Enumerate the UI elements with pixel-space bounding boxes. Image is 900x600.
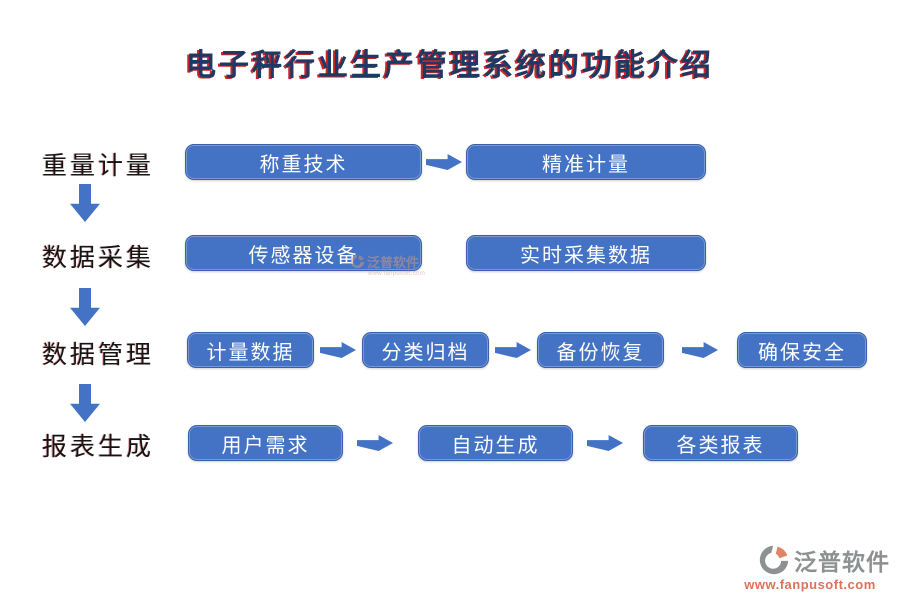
- right-arrow-icon: [587, 435, 623, 451]
- watermark-brand: 泛普软件: [794, 549, 890, 575]
- flow-box: 备份恢复: [537, 332, 664, 368]
- watermark-url: www.fanpusoft.com: [744, 577, 876, 592]
- right-arrow-icon: [682, 342, 718, 358]
- flow-box: 精准计量: [466, 144, 706, 180]
- flow-box: 各类报表: [643, 425, 798, 461]
- stage-label-report-generation: 报表生成: [42, 432, 155, 461]
- stage-label-data-collection: 数据采集: [42, 243, 155, 272]
- flow-box: 实时采集数据: [466, 235, 706, 271]
- page-title: 电子秤行业生产管理系统的功能介绍: [186, 48, 714, 83]
- down-arrow-icon: [70, 384, 100, 422]
- watermark-brand: 泛普软件: [367, 255, 420, 270]
- right-arrow-icon: [320, 342, 356, 358]
- flow-box: 称重技术: [185, 144, 422, 180]
- flow-box: 用户需求: [188, 425, 343, 461]
- flow-box: 传感器设备: [185, 235, 422, 271]
- flow-box: 分类归档: [362, 332, 489, 368]
- right-arrow-icon: [357, 435, 393, 451]
- right-arrow-icon: [495, 342, 531, 358]
- stage-label-data-management: 数据管理: [42, 340, 155, 369]
- fanpu-logo-icon: [350, 254, 365, 269]
- down-arrow-icon: [70, 184, 100, 222]
- footer-watermark: 泛普软件 www.fanpusoft.com: [730, 543, 890, 592]
- stage-label-weight-measure: 重量计量: [42, 151, 155, 180]
- watermark-url: www.fanpusoft.com: [368, 271, 426, 277]
- inline-watermark: 泛普软件 www.fanpusoft.com: [350, 252, 440, 277]
- down-arrow-icon: [70, 288, 100, 326]
- flow-box: 确保安全: [737, 332, 867, 368]
- flow-box: 计量数据: [187, 332, 314, 368]
- fanpu-logo-icon: [759, 545, 789, 575]
- right-arrow-icon: [426, 154, 462, 170]
- flow-box: 自动生成: [418, 425, 573, 461]
